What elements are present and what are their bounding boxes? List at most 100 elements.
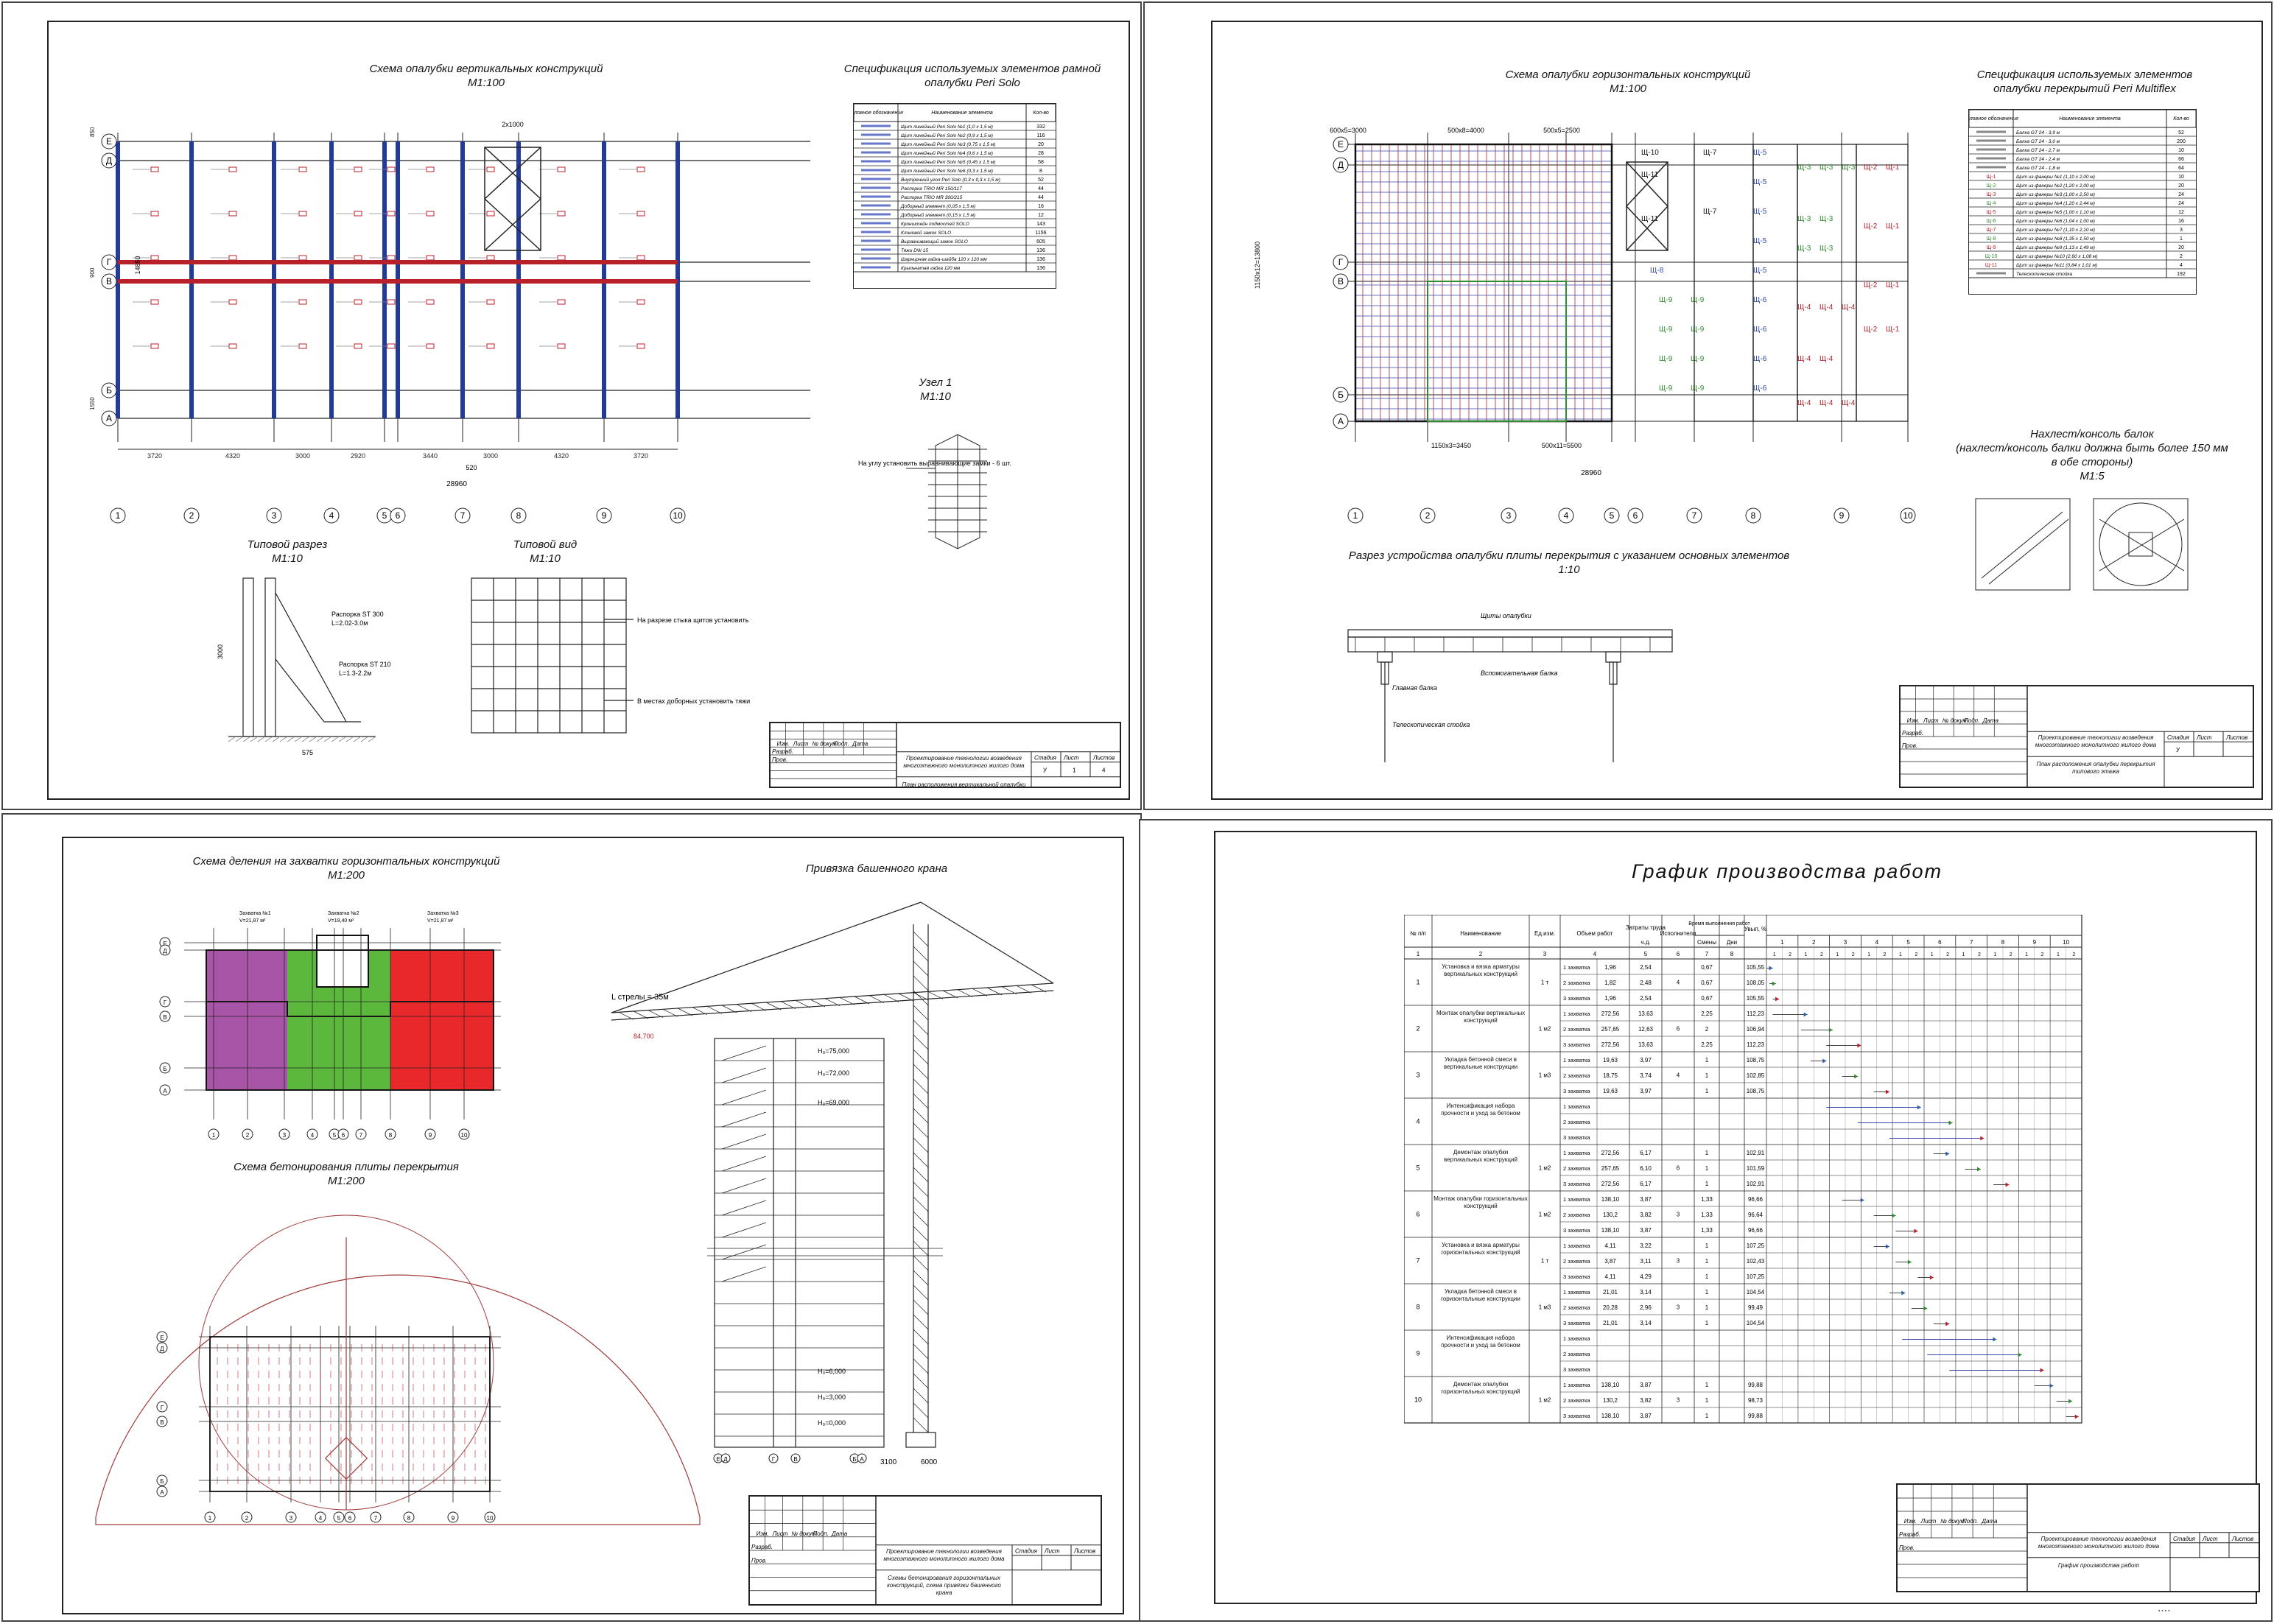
svg-text:Лист: Лист [2202, 1536, 2218, 1542]
svg-text:Стадия: Стадия [1015, 1548, 1038, 1555]
row-8-unit: 1 м3 [1539, 1304, 1551, 1311]
zone-axis-8: 8 [385, 1128, 396, 1140]
row-8-labor-1: 3,14 [1640, 1289, 1652, 1296]
conc-letter-6: А [156, 1486, 168, 1497]
spec-title: Спецификация используемых элементов рамн… [843, 63, 1101, 89]
svg-text:Листов: Листов [2225, 734, 2247, 741]
svg-text:5: 5 [1610, 510, 1615, 521]
panel-label-22: Щ-1 [1886, 281, 1900, 289]
dim-6000: 6000 [921, 1458, 938, 1466]
svg-text:Листов: Листов [1073, 1548, 1095, 1555]
axis-number-7: 7 [1686, 507, 1702, 524]
row-8-vol-2: 20,28 [1603, 1304, 1618, 1311]
dim-2x1000: 2х1000 [502, 121, 524, 128]
note-joints: На разрезе стыка щитов установить тяжи 3… [637, 616, 751, 624]
row-8-people: 3 [1677, 1304, 1680, 1311]
svg-text:3: 3 [272, 510, 277, 521]
level-6: Н₀=0,000 [818, 1419, 846, 1427]
panel-label-37: Щ-6 [1753, 384, 1767, 393]
row-2-shift-1: 2,25 [1701, 1010, 1713, 1017]
svg-text:332: 332 [1036, 124, 1045, 130]
svg-text:20: 20 [2178, 183, 2184, 189]
svg-text:Е: Е [716, 1456, 720, 1463]
dim-3000: 3000 [217, 644, 224, 659]
col-num-1: 1 [1417, 951, 1420, 957]
svg-text:Щит линейный Peri Solo №2 (0,9: Щит линейный Peri Solo №2 (0,9 х 1,5 м) [901, 133, 993, 138]
head-unit: Ед.изм. [1534, 930, 1555, 937]
svg-text:6: 6 [396, 510, 401, 521]
row-dim-3: 900 [89, 267, 96, 278]
axis-letter-4: В [101, 273, 117, 289]
row-6-shift-2: 1,33 [1701, 1212, 1713, 1218]
axis-number-1: 1 [1347, 507, 1364, 524]
row-6-name: Монтаж опалубки горизонтальных конструкц… [1433, 1195, 1528, 1209]
svg-text:Е: Е [160, 1335, 164, 1341]
row-2-k-2: 106,94 [1747, 1026, 1765, 1033]
row-10-k-1: 99,88 [1748, 1382, 1764, 1388]
svg-text:Балка GT 24 - 1,8 м: Балка GT 24 - 1,8 м [2016, 166, 2060, 171]
svg-text:Кол-во: Кол-во [2173, 116, 2189, 122]
svg-text:Клиновой замок SOLO: Клиновой замок SOLO [901, 230, 951, 236]
row-8-vol-3: 21,01 [1603, 1320, 1618, 1326]
svg-text:Щит из фанеры №1 (1,10 х 2,00: Щит из фанеры №1 (1,10 х 2,00 м) [2016, 175, 2095, 180]
row-8-k-2: 99,49 [1748, 1304, 1764, 1311]
svg-text:Г: Г [164, 999, 167, 1006]
svg-text:№ докум.: № докум. [1940, 1518, 1966, 1525]
row-2-zone-2: 2 захватка [1563, 1026, 1590, 1033]
row-3-k-1: 108,75 [1747, 1057, 1765, 1064]
conc-axis-3: 3 [285, 1511, 297, 1523]
head-k: Увып, % [1744, 926, 1767, 932]
row-7-k-1: 107,25 [1747, 1242, 1765, 1249]
row-5-vol-2: 257,65 [1601, 1165, 1620, 1172]
svg-text:7: 7 [359, 1132, 363, 1139]
typical-section: Распорка ST 300 L=2.02-3.0м Распорка ST … [217, 577, 391, 756]
crane-drawing: Н₀=75,000Н₀=72,000Н₀=69,000Н₀=6,000Н₀=3,… [611, 901, 1054, 1466]
col-num-4: 4 [1593, 951, 1597, 957]
zone-label-2: Захватка №2 [328, 911, 359, 916]
row-1-labor-2: 2,48 [1640, 980, 1652, 986]
svg-text:Дата: Дата [831, 1530, 848, 1537]
svg-text:Щит линейный Peri Solo №3 (0,7: Щит линейный Peri Solo №3 (0,75 х 1,5 м) [901, 141, 995, 147]
row-1-shift-3: 0,67 [1701, 995, 1713, 1002]
svg-text:Д: Д [160, 1346, 164, 1352]
row-7-k-2: 102,43 [1747, 1258, 1765, 1265]
svg-text:Лист: Лист [2196, 734, 2212, 741]
row-2-labor-1: 13,63 [1638, 1010, 1654, 1017]
overlap-title: Нахлест/консоль балок(нахлест/консоль ба… [1956, 428, 2228, 482]
panel-label-13: Щ-3 [1797, 215, 1811, 223]
row-3-zone-2: 2 захватка [1563, 1072, 1590, 1079]
axis-number-10: 10 [1900, 507, 1916, 524]
svg-text:Д: Д [1338, 160, 1344, 170]
panel-label-7: Щ-5 [1753, 178, 1767, 186]
svg-text:Подп.: Подп. [1964, 717, 1979, 724]
svg-text:10: 10 [673, 510, 683, 521]
head-labor-unit: ч.д. [1640, 939, 1650, 946]
svg-text:Разраб.: Разраб. [751, 1544, 773, 1550]
svg-text:192: 192 [2177, 272, 2186, 277]
svg-text:Пров.: Пров. [1902, 742, 1917, 749]
row-3-k-2: 102,85 [1747, 1072, 1765, 1079]
conc-letter-4: В [156, 1416, 168, 1427]
svg-text:2: 2 [2180, 254, 2183, 259]
crane-axis-2: Д [720, 1453, 731, 1463]
row-6-k-3: 96,66 [1748, 1227, 1764, 1234]
svg-text:24: 24 [2178, 192, 2184, 197]
svg-text:Щит из фанеры №11 (0,84 х 1,01: Щит из фанеры №11 (0,84 х 1,01 м) [2016, 263, 2097, 268]
panel-label-23: Щ-2 [1864, 326, 1878, 334]
bar-row-8-zone-2 [1911, 1306, 1928, 1311]
row-6-shift-3: 1,33 [1701, 1227, 1713, 1234]
row-4-zone-2: 2 захватка [1563, 1119, 1590, 1125]
row-1-k-2: 108,05 [1747, 980, 1765, 986]
row-1-vol-2: 1,82 [1604, 980, 1616, 986]
row-10-people: 3 [1677, 1397, 1680, 1404]
svg-text:7: 7 [374, 1515, 378, 1522]
row-5-k-2: 101,59 [1747, 1165, 1765, 1172]
svg-text:Щ-5: Щ-5 [1987, 210, 1996, 215]
svg-text:Условное обозначение: Условное обозначение [854, 110, 903, 116]
svg-text:116: 116 [1036, 133, 1045, 138]
svg-text:4: 4 [329, 510, 334, 521]
svg-text:В: В [793, 1456, 797, 1463]
crane-axis-6: А [857, 1453, 867, 1463]
row-3-name: Укладка бетонной смеси в вертикальные ко… [1443, 1056, 1518, 1070]
